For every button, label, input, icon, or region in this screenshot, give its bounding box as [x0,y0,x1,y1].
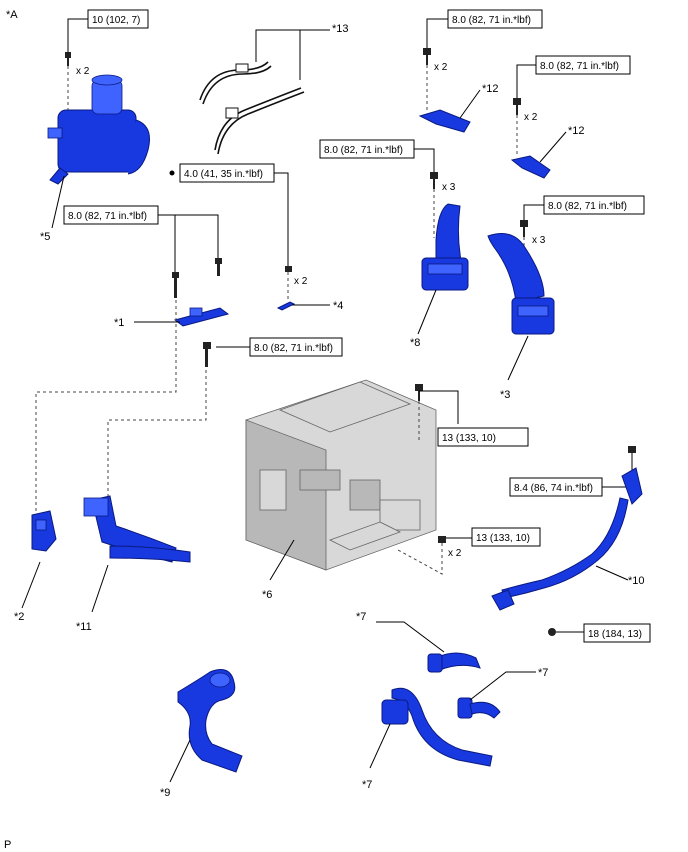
callout-7: *7 [356,611,366,623]
power-cable [491,467,643,611]
torque-spec: 8.0 (82, 71 in.*lbf) [68,211,147,222]
bolt-icon [285,266,292,272]
torque-spec: 13 (133, 10) [442,433,496,444]
bracket [173,307,230,327]
bolt-icon [65,52,71,66]
callout-12: *12 [482,83,499,95]
hose [177,669,243,773]
nut-icon [548,628,556,636]
torque-box [583,623,651,643]
bolt-icon [423,48,431,65]
harness-connector [487,233,555,335]
bolt-icon [215,258,222,276]
callout-1: *1 [114,317,124,329]
connector [31,510,57,552]
hose [427,652,481,673]
bolt-quantity: x 3 [442,182,456,193]
callout-12: *12 [568,125,585,137]
diagram-id-label: *A [6,9,18,21]
torque-spec: 8.0 (82, 71 in.*lbf) [324,145,403,156]
footer-label: P [4,839,11,851]
callout-10: *10 [628,575,645,587]
callout-2: *2 [14,611,24,623]
callout-4: *4 [333,300,343,312]
torque-spec: 18 (184, 13) [588,629,642,640]
callout-9: *9 [160,787,170,799]
callout-13: *13 [332,23,349,35]
torque-spec: 8.0 (82, 71 in.*lbf) [548,201,627,212]
hose [457,697,501,719]
torque-spec: 10 (102, 7) [92,15,140,26]
callout-6: *6 [262,589,272,601]
bolt-icon [520,220,528,237]
inverter-assembly [245,379,437,571]
wire-harness [199,61,305,155]
hose [381,687,493,767]
torque-spec: 8.0 (82, 71 in.*lbf) [254,343,333,354]
bracket [510,155,551,179]
bolt-icon [172,272,179,298]
bolt-icon [513,98,521,115]
torque-spec: 4.0 (41, 35 in.*lbf) [184,169,263,180]
nut-icon [628,446,636,453]
callout-5: *5 [40,231,50,243]
dot-marker [169,170,175,176]
callout-8: *8 [410,337,420,349]
bolt-quantity: x 2 [76,66,90,77]
callout-3: *3 [500,389,510,401]
torque-spec: 8.4 (86, 74 in.*lbf) [514,483,593,494]
torque-box [437,427,529,447]
bolt-quantity: x 3 [532,235,546,246]
bolt-quantity: x 2 [434,62,448,73]
bolt-icon [203,342,211,367]
bolt-quantity: x 2 [448,548,462,559]
bolt-quantity: x 2 [294,276,308,287]
bolt-quantity: x 2 [524,112,538,123]
harness-connector [421,203,469,291]
bracket [418,109,471,133]
bolt-icon [415,384,423,401]
callout-7: *7 [362,779,372,791]
harness-connector [83,495,191,563]
reservoir-tank [47,74,150,185]
torque-spec: 8.0 (82, 71 in.*lbf) [540,61,619,72]
torque-box [471,527,541,547]
bolt-icon [430,172,438,189]
nut-icon [438,536,446,543]
clamp [276,301,296,311]
torque-spec: 8.0 (82, 71 in.*lbf) [452,15,531,26]
torque-spec: 13 (133, 10) [476,533,530,544]
callout-7: *7 [538,667,548,679]
callout-11: *11 [76,621,92,633]
